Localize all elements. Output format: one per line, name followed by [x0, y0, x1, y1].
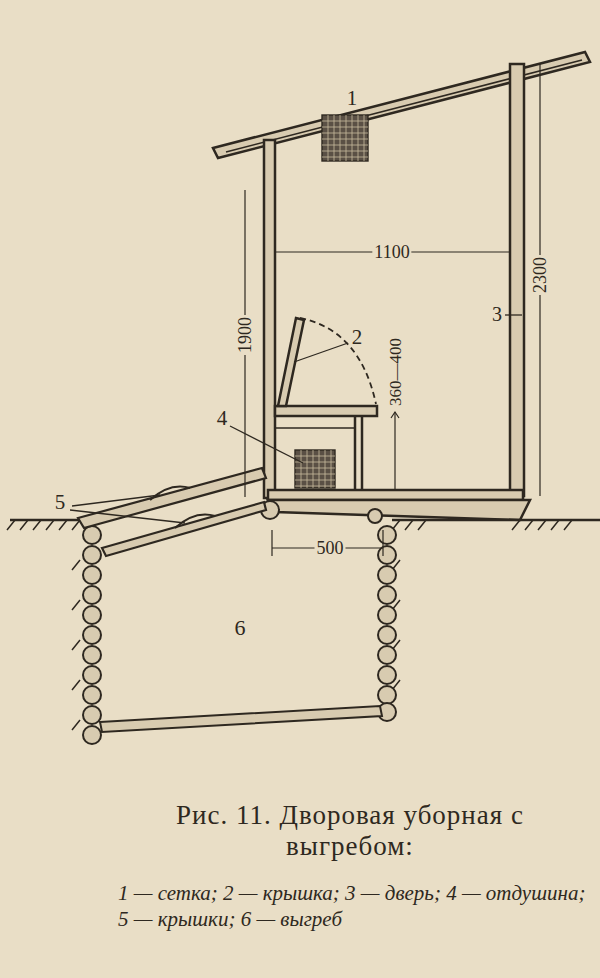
callout-number: 1	[347, 88, 358, 109]
outhouse-structure-part	[268, 490, 523, 500]
mesh-grid-part	[295, 450, 335, 488]
outhouse-structure-part	[278, 318, 304, 406]
key-item: 2 — крышка;	[223, 881, 340, 905]
mesh-grid	[295, 115, 368, 488]
dimension-lines-part	[391, 412, 399, 418]
pit-logs-part	[378, 686, 396, 704]
dimension-lines-part	[382, 530, 383, 556]
outhouse-structure-part	[354, 416, 357, 490]
pit-logs-part	[83, 526, 101, 544]
mesh-grid-part	[322, 115, 368, 161]
pit-logs-part	[83, 586, 101, 604]
callout-number: 5	[55, 492, 66, 513]
dimension-lines-part	[271, 530, 272, 556]
pit-lids-part	[102, 502, 266, 556]
outhouse-structure-part	[510, 64, 524, 496]
key-item: 5 — крышки;	[118, 907, 235, 931]
pit-lids-part	[175, 515, 215, 529]
dimension-lines-part	[394, 412, 395, 490]
dimension-lines	[245, 64, 540, 556]
key-item: 3 — дверь;	[345, 881, 441, 905]
pit-logs-part	[378, 606, 396, 624]
leader-lines	[70, 315, 522, 523]
callout-number: 2	[352, 327, 363, 348]
callout-number: 3	[490, 303, 504, 325]
pit-logs-part	[83, 646, 101, 664]
leader-lines-part	[294, 343, 348, 362]
pit-logs-part	[83, 546, 101, 564]
dimension-label: 1900	[235, 315, 255, 355]
dimension-label: 500	[315, 538, 346, 558]
pit-logs-part	[83, 606, 101, 624]
mesh-grid-part	[322, 115, 368, 161]
pit-logs-part	[83, 666, 101, 684]
outhouse-structure-part	[268, 500, 530, 520]
outhouse-structure-part	[361, 416, 364, 490]
key-item: 6 — выгреб	[241, 907, 342, 931]
pit-logs-part	[378, 626, 396, 644]
outhouse-structure-part	[10, 519, 82, 522]
pit-logs-part	[378, 546, 396, 564]
outhouse-structure-part	[275, 427, 355, 429]
figure-key: 1 — сетка; 2 — крышка; 3 — дверь; 4 — от…	[118, 880, 588, 933]
pit-logs-part	[378, 586, 396, 604]
leader-lines-part	[230, 426, 303, 463]
pit-logs-part	[83, 566, 101, 584]
key-item: 1 — сетка;	[118, 881, 218, 905]
leader-lines-part	[505, 314, 522, 315]
outhouse-structure-part	[275, 406, 377, 416]
dimension-label: 360—400	[386, 336, 405, 408]
pit-lids-part	[150, 487, 190, 501]
pit-logs-part	[100, 706, 382, 732]
pit-logs-part	[83, 706, 101, 724]
key-item: 4 — отдушина;	[446, 881, 585, 905]
pit-logs-part	[378, 666, 396, 684]
callout-number: 6	[235, 617, 246, 639]
caption-text: Рис. 11. Дворовая уборная с выгребом:	[176, 800, 524, 861]
pit-logs-part	[378, 646, 396, 664]
pit-logs-part	[378, 566, 396, 584]
pit-lids	[78, 468, 266, 556]
pit-logs-part	[83, 726, 101, 744]
pit-logs-part	[378, 526, 396, 544]
pit-logs	[83, 501, 396, 744]
ground-hatching-part	[7, 520, 572, 730]
outhouse-structure	[10, 52, 600, 520]
leader-lines-part	[72, 495, 160, 506]
mesh-grid-part	[295, 450, 335, 488]
outhouse-structure-part	[226, 60, 582, 152]
leader-lines-part	[70, 510, 185, 523]
outhouse-structure-part	[392, 519, 600, 522]
dimension-label: 1100	[372, 242, 411, 262]
pit-logs-part	[83, 686, 101, 704]
figure-caption: Рис. 11. Дворовая уборная с выгребом:	[110, 800, 590, 862]
pit-logs-part	[83, 626, 101, 644]
pit-logs-part	[368, 509, 382, 523]
dimension-label: 2300	[530, 255, 550, 295]
outhouse-structure-part	[300, 318, 376, 404]
ground-hatching	[7, 520, 572, 730]
callout-number: 4	[217, 408, 228, 429]
